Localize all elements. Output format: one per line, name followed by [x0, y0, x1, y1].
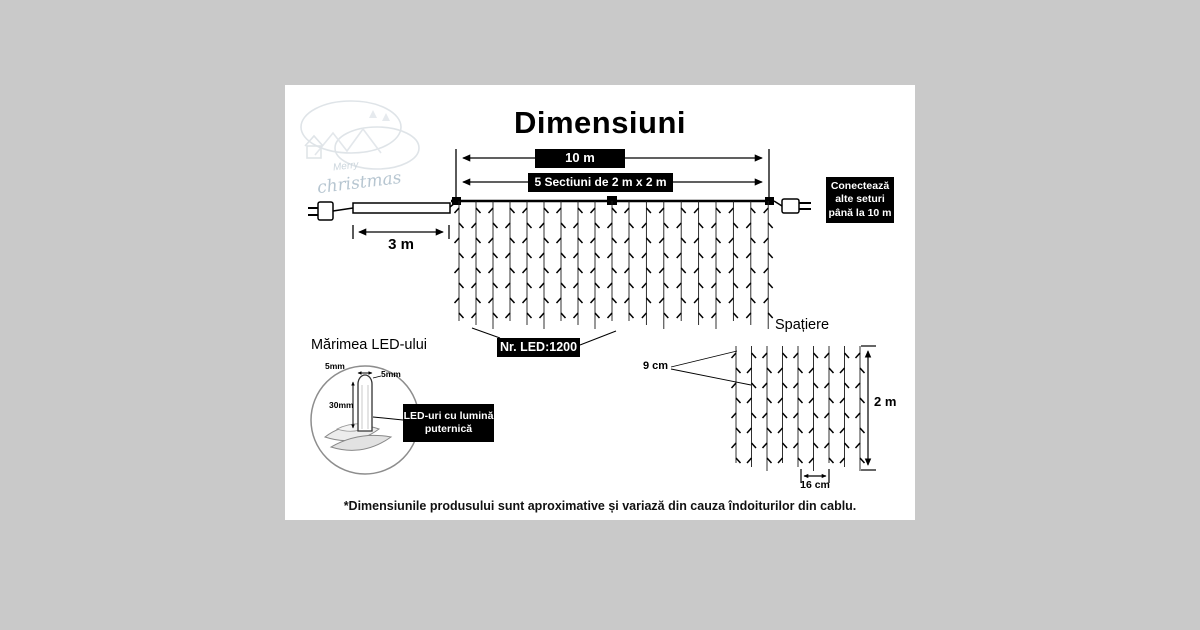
lead-length-label: 3 m — [388, 236, 414, 253]
curtain-rail — [451, 196, 774, 205]
sections-label: 5 Sectiuni de 2 m x 2 m — [528, 173, 673, 192]
led-count-pointers — [471, 327, 617, 346]
led-cap-label: 5mm — [381, 369, 401, 379]
power-plug-icon — [308, 201, 457, 221]
led-height-label: 30mm — [329, 400, 354, 410]
spacing-vertical-gap-label: 16 cm — [800, 479, 830, 491]
connector-plug-icon — [773, 198, 811, 214]
total-length-label: 10 m — [535, 149, 625, 168]
page-title: Dimensiuni — [513, 105, 687, 140]
spacing-horizontal-gap-label: 9 cm — [643, 360, 669, 372]
led-magnifier-graphic — [310, 365, 420, 475]
curtain-spacing-graphic — [730, 346, 866, 471]
led-note-label: LED-uri cu lumină puternică — [403, 404, 494, 442]
merry-christmas-logo-icon — [300, 100, 420, 170]
curtain-lights-left-graphic — [453, 201, 618, 329]
disclaimer-footnote: *Dimensiunile produsului sunt aproximati… — [343, 499, 857, 513]
curtain-lights-right-graphic — [623, 201, 774, 329]
spacing-heading: Spațiere — [775, 317, 830, 333]
led-size-heading: Mărimea LED-ului — [310, 337, 428, 353]
diagram-graphics — [300, 100, 876, 483]
connect-note-label: Conectează alte seturi până la 10 m — [826, 177, 894, 223]
spacing-dimensions — [670, 345, 876, 483]
spacing-height-label: 2 m — [874, 394, 897, 409]
led-count-label: Nr. LED:1200 — [497, 338, 580, 357]
diagram-panel: Dimensiuni Merry christmas 10 m 5 Sectiu… — [285, 85, 915, 520]
lead-length-dimension — [352, 225, 450, 239]
led-width-label: 5mm — [325, 361, 345, 371]
